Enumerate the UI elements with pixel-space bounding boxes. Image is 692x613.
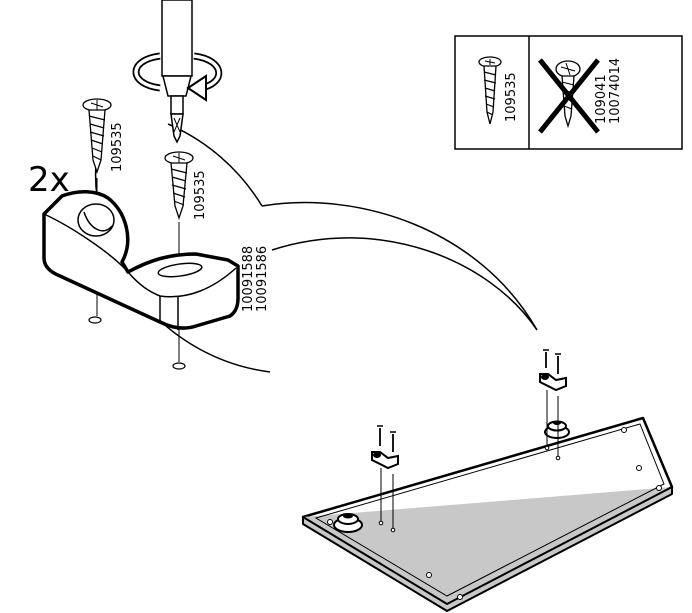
screw-hole-left xyxy=(88,316,102,324)
bracket-part-number-2: 10091586 xyxy=(255,246,270,312)
small-screws xyxy=(377,425,396,533)
wrong-screw-number-2: 10074014 xyxy=(608,58,623,124)
screw-hole-right xyxy=(172,362,186,370)
correct-screw-icon xyxy=(478,56,502,125)
screw-part-number-middle: 109535 xyxy=(193,170,208,220)
screw-reference-panel: 109535 109041 10074014 xyxy=(454,35,683,150)
adjustable-foot-icon xyxy=(333,513,363,533)
detail-callout xyxy=(94,123,538,373)
small-screws xyxy=(543,349,561,461)
screwdriver-icon xyxy=(161,0,193,144)
wrong-screw-number-1: 109041 xyxy=(594,74,609,124)
screw-part-number-left: 109535 xyxy=(110,122,125,172)
adjustable-foot-icon xyxy=(544,420,570,439)
small-bracket-icon xyxy=(371,451,399,470)
correct-screw-number: 109535 xyxy=(504,72,519,122)
quantity-label: 2x xyxy=(28,160,70,200)
wrong-cross-icon xyxy=(538,58,600,134)
rotation-arrow-icon xyxy=(132,52,223,102)
small-bracket-icon xyxy=(539,373,567,392)
bracket-icon xyxy=(42,190,240,330)
panel-board xyxy=(301,416,674,612)
screw-icon xyxy=(164,151,194,221)
bracket-part-number-1: 10091588 xyxy=(241,246,256,312)
screw-icon xyxy=(82,98,112,175)
